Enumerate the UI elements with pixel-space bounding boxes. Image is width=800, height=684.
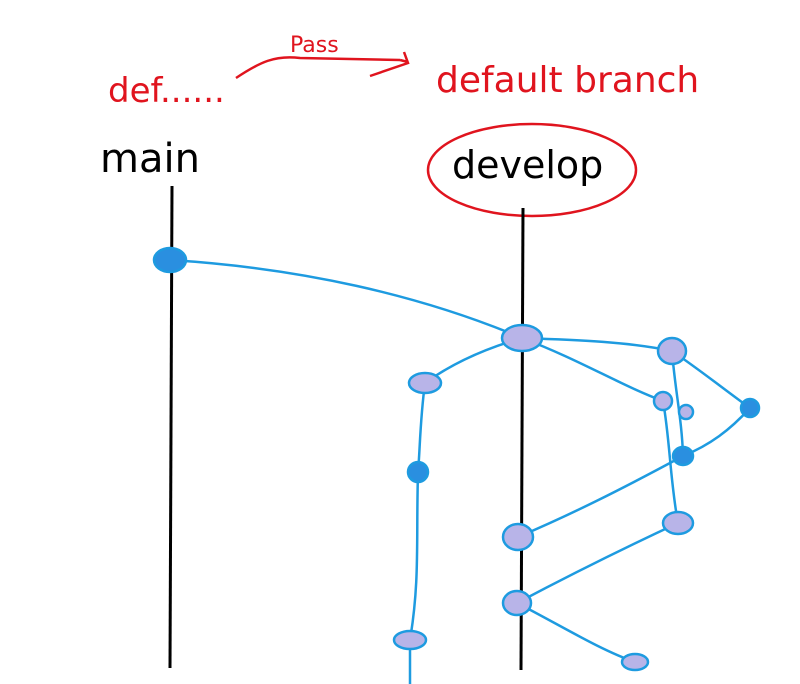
commit-node[interactable] bbox=[739, 397, 761, 419]
target-annotation: default branch bbox=[436, 60, 699, 101]
commit-node[interactable] bbox=[407, 371, 443, 395]
branch-label-develop: develop bbox=[452, 143, 603, 187]
commit-edges bbox=[169, 258, 751, 684]
arrow-annotation: Pass bbox=[290, 33, 339, 58]
commit-node[interactable] bbox=[656, 336, 688, 366]
arrow-line bbox=[235, 56, 401, 80]
commit-node[interactable] bbox=[406, 460, 430, 484]
commit-node[interactable] bbox=[671, 445, 695, 467]
highlight-circle bbox=[426, 122, 638, 218]
commit-node[interactable] bbox=[500, 323, 544, 353]
source-annotation: def...... bbox=[108, 71, 225, 111]
commit-node[interactable] bbox=[501, 522, 535, 552]
commit-node[interactable] bbox=[620, 652, 650, 672]
arrow-head-icon bbox=[369, 51, 410, 78]
commit-node[interactable] bbox=[152, 246, 188, 274]
commit-node[interactable] bbox=[652, 390, 674, 412]
commit-node[interactable] bbox=[501, 589, 533, 617]
commit-node[interactable] bbox=[677, 403, 695, 421]
commit-nodes bbox=[152, 246, 761, 672]
commit-node[interactable] bbox=[392, 629, 428, 651]
commit-node[interactable] bbox=[661, 510, 695, 536]
branch-label-main: main bbox=[100, 136, 200, 182]
